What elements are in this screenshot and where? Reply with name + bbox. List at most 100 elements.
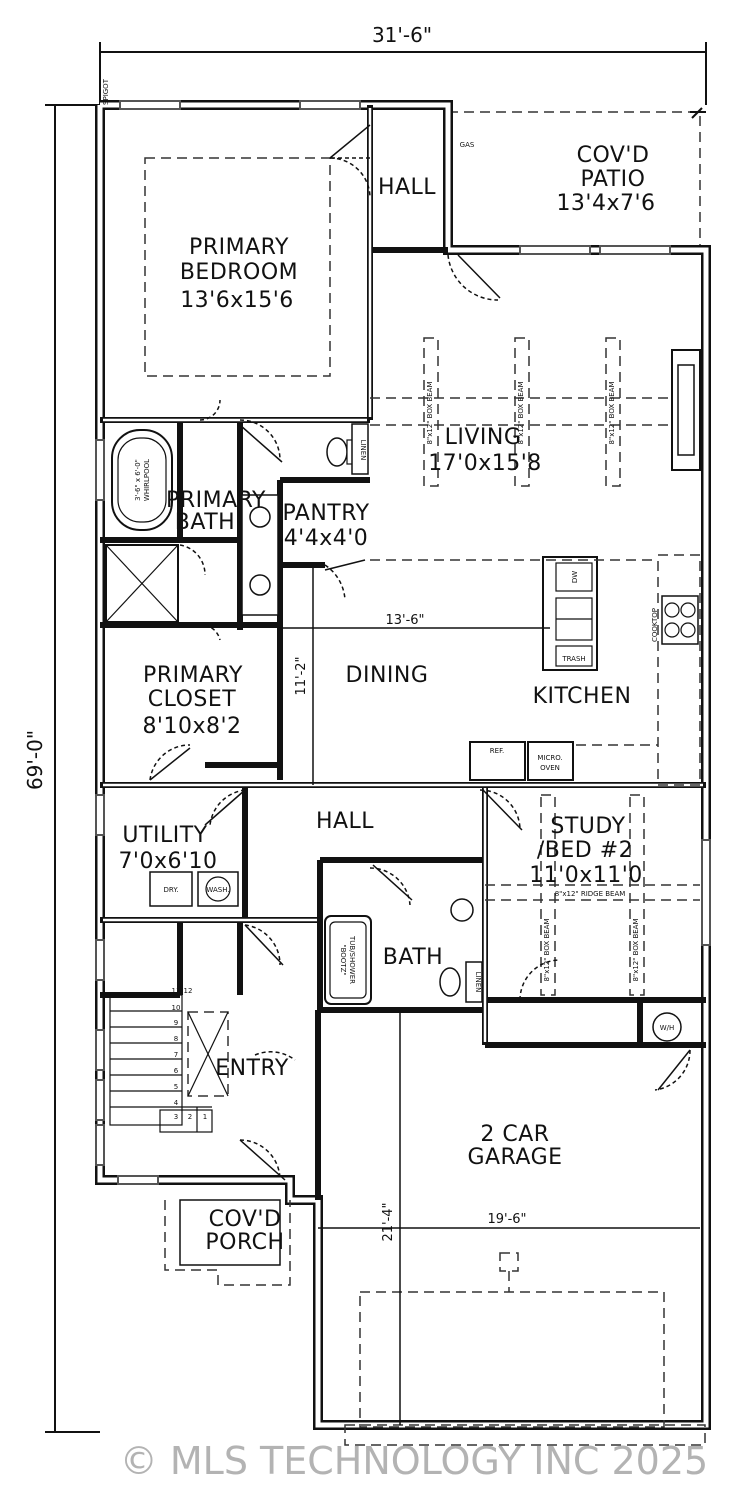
- dw-label: DW: [571, 571, 579, 583]
- stair-number: 3: [174, 1113, 178, 1121]
- hall-mid-label: HALL: [316, 809, 374, 834]
- room-dimension-labels: 13'-6" 11'-2" 19'-6" 21'-4": [294, 613, 527, 1242]
- ridge-beam-label: 8"x12" RIDGE BEAM: [555, 890, 626, 898]
- entry-label: ENTRY: [215, 1056, 289, 1081]
- exterior-walls: [95, 100, 711, 1430]
- dining-label: DINING: [346, 663, 429, 688]
- study-label-2: /BED #2: [537, 838, 633, 863]
- box-beam-label-1: 8"x12" BOX BEAM: [426, 382, 434, 445]
- box-beam-label-3: 8"x12" BOX BEAM: [608, 382, 616, 445]
- hall-bath-fixtures: [324, 898, 483, 1005]
- fireplace: [671, 349, 701, 471]
- kitchen-island: [542, 556, 598, 671]
- dryer-label: DRY.: [164, 886, 179, 894]
- utility-label: UTILITY: [122, 823, 207, 848]
- tub-label-2: TUB/SHOWER: [348, 935, 356, 984]
- whirlpool-label-1: 3'-6" x 6'-0": [134, 459, 142, 501]
- overall-width-label: 31'-6": [372, 23, 432, 47]
- box-beam-label-4: 8"x12" BOX BEAM: [543, 919, 551, 982]
- patio-label-1: COV'D: [577, 143, 650, 168]
- staircase: [109, 994, 213, 1133]
- watermark: © MLS TECHNOLOGY INC 2025: [120, 1439, 708, 1483]
- overall-width-dimension: 31'-6": [99, 23, 707, 105]
- ref-label: REF.: [490, 747, 504, 755]
- patio-size: 13'4x7'6: [556, 191, 655, 216]
- pantry-label: PANTRY: [282, 501, 369, 526]
- garage-width-label: 19'-6": [487, 1212, 526, 1227]
- study-size: 11'0x11'0: [529, 863, 643, 888]
- oven-label: OVEN: [540, 764, 560, 772]
- garage-label-2: GARAGE: [467, 1145, 562, 1170]
- box-beam-label-2: 8"x12" BOX BEAM: [517, 382, 525, 445]
- door-swings: [149, 124, 691, 1181]
- interior-walls-inner: [103, 108, 703, 1042]
- primary-bedroom-size: 13'6x15'6: [180, 288, 294, 313]
- primary-bath-label-1: PRIMARY: [166, 488, 266, 513]
- primary-closet-label-1: PRIMARY: [143, 663, 243, 688]
- primary-toilet: [326, 423, 369, 475]
- garage-label-1: 2 CAR: [480, 1122, 549, 1147]
- stair-number: 5: [174, 1083, 178, 1091]
- porch-label-1: COV'D: [209, 1207, 282, 1232]
- porch-outline: [164, 1199, 291, 1286]
- utility-size: 7'0x6'10: [118, 849, 217, 874]
- patio-outline: [447, 107, 706, 251]
- bedroom-tray-ceiling: [144, 157, 331, 377]
- garage-interior: [344, 1252, 706, 1446]
- stair-number: 1: [203, 1113, 207, 1121]
- box-beam-label-5: 8"x12" BOX BEAM: [632, 919, 640, 982]
- stair-number: 6: [174, 1067, 179, 1075]
- spigot-label: SPIGOT: [102, 78, 110, 105]
- washer-dryer: [149, 871, 239, 907]
- patio-label-2: PATIO: [581, 167, 646, 192]
- room-labels: COV'D PATIO 13'4x7'6 HALL PRIMARY BEDROO…: [118, 143, 655, 1255]
- box-beams: [370, 337, 672, 487]
- primary-bath-label-2: BATH: [175, 510, 235, 535]
- primary-bedroom-label-1: PRIMARY: [189, 235, 289, 260]
- stair-number: 8: [174, 1035, 178, 1043]
- trash-label: TRASH: [561, 655, 585, 663]
- dining-width-label: 13'-6": [385, 613, 424, 628]
- garage-depth-label: 21'-4": [381, 1202, 396, 1241]
- cooktop-label: COOKTOP: [651, 608, 659, 642]
- study-beams: [485, 794, 700, 996]
- dining-dimensions: [280, 568, 700, 1425]
- refrigerator: [469, 741, 526, 781]
- primary-bedroom-label-2: BEDROOM: [180, 260, 298, 285]
- windows: [95, 100, 711, 1185]
- kitchen-label: KITCHEN: [533, 684, 632, 709]
- living-size: 17'0x15'8: [428, 451, 542, 476]
- stair-numbers: 11 12 10 9 8 7 6 5 4 3 2 1: [172, 987, 208, 1121]
- linen-2-label: LINEN: [474, 972, 482, 993]
- water-heater-label: W/H: [660, 1024, 675, 1032]
- linen-1-label: LINEN: [359, 440, 367, 461]
- micro-label: MICRO.: [537, 754, 562, 762]
- bath-label: BATH: [383, 945, 443, 970]
- entry-closet-dash: [187, 1011, 229, 1097]
- pantry-size: 4'4x4'0: [284, 526, 369, 551]
- overall-depth-dimension: 69'-0": [23, 104, 100, 1433]
- stair-number: 11: [172, 987, 181, 995]
- kitchen-counter: [370, 554, 701, 786]
- washer-label: WASH.: [206, 886, 229, 894]
- overall-depth-label: 69'-0": [23, 730, 47, 790]
- stair-number: 9: [174, 1019, 178, 1027]
- water-heater: [652, 1012, 682, 1042]
- micro-oven: [527, 741, 574, 781]
- vanity-sinks: [241, 494, 279, 616]
- stair-number: 4: [174, 1099, 179, 1107]
- stair-number: 12: [184, 987, 193, 995]
- study-label-1: STUDY: [550, 814, 625, 839]
- primary-shower: [105, 544, 179, 623]
- whirlpool-tub: [111, 429, 173, 531]
- stair-number: 10: [172, 1004, 181, 1012]
- stair-number: 7: [174, 1051, 178, 1059]
- whirlpool-label-2: WHIRLPOOL: [143, 459, 151, 501]
- gas-label: GAS: [460, 141, 475, 149]
- living-label: LIVING: [445, 425, 522, 450]
- stair-number: 2: [188, 1113, 192, 1121]
- porch-label-2: PORCH: [205, 1230, 284, 1255]
- fixture-labels: SPIGOT GAS LINEN LINEN 3'-6" x 6'-0" WHI…: [102, 78, 674, 1032]
- tub-label-1: "BOOTZ": [339, 944, 347, 975]
